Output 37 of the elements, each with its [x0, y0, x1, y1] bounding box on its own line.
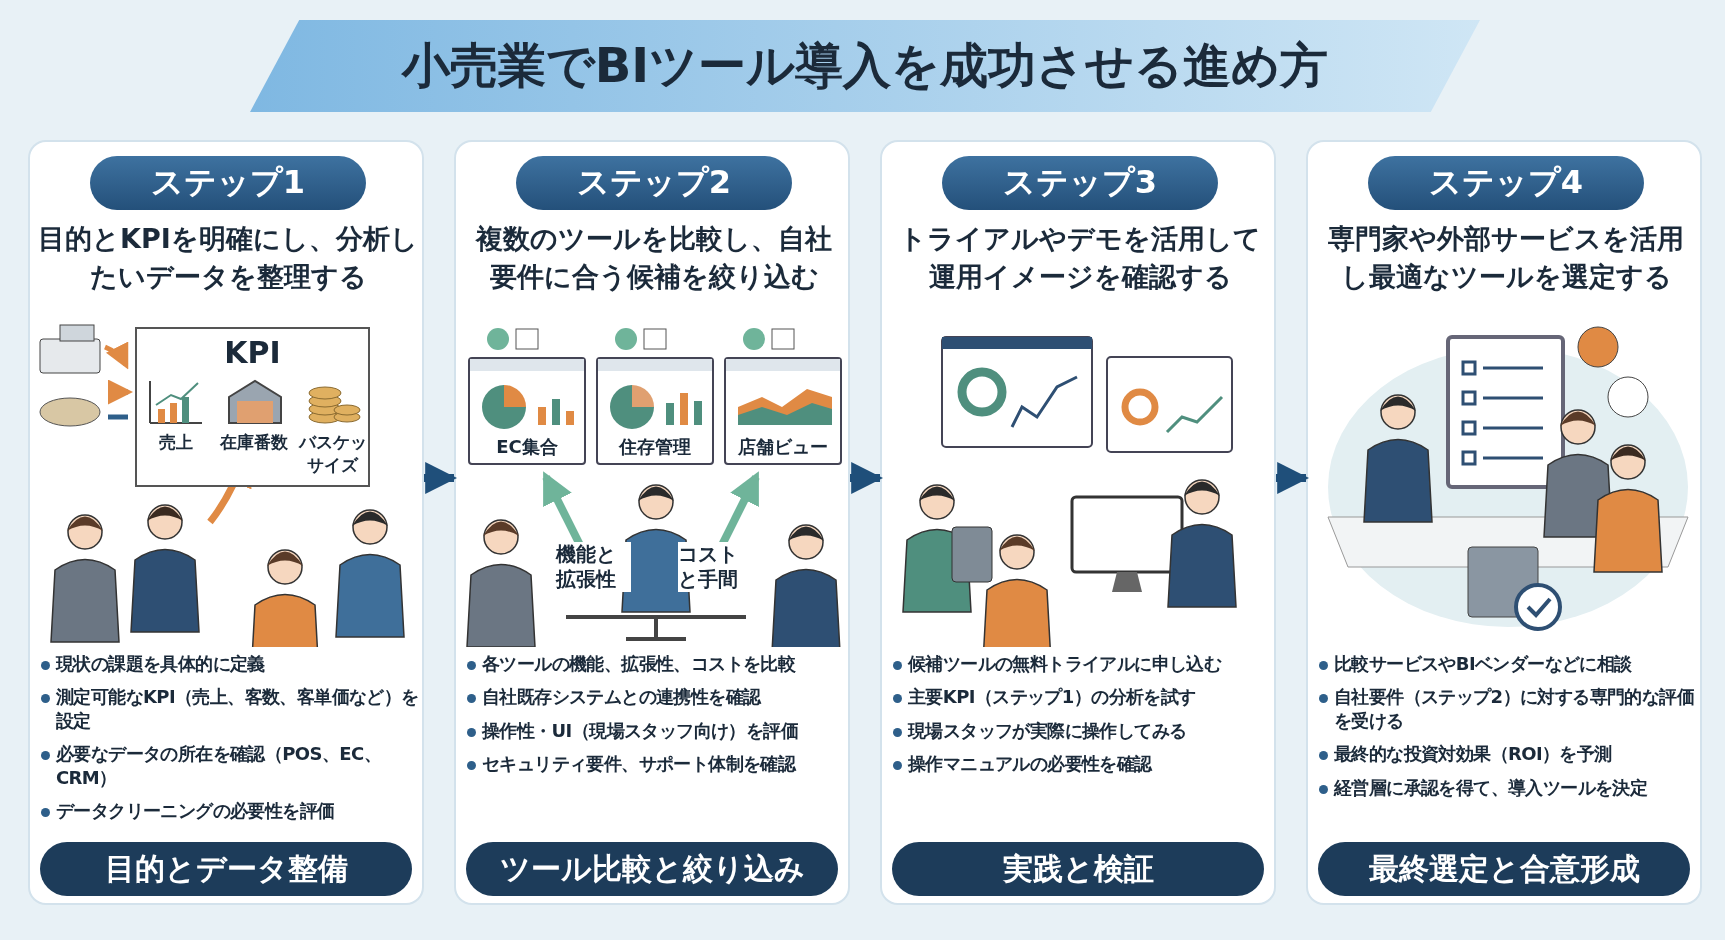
window-caption: 住存管理 — [617, 435, 692, 459]
bullet-item: 主要KPI（ステップ1）の分析を試す — [890, 685, 1274, 709]
board-title: KPI — [223, 335, 282, 370]
step-footer: 実践と検証 — [892, 842, 1264, 896]
icon-caption: 在庫番数 — [219, 431, 290, 454]
step-footer: 最終選定と合意形成 — [1318, 842, 1690, 896]
icon-caption: 売上 — [158, 431, 195, 454]
title: 小売業でBIツール導入を成功させる進め方 — [250, 20, 1480, 112]
bullet-item: 経営層に承認を得て、導入ツールを決定 — [1316, 775, 1700, 799]
bullet-item: 自社要件（ステップ2）に対する専門的な評価を受ける — [1316, 685, 1700, 733]
step-footer: ツール比較と絞り込み — [466, 842, 838, 896]
step-heading: 目的とKPIを明確にし、分析したいデータを整理する — [38, 222, 418, 294]
step-heading: 複数のツールを比較し、自社要件に合う候補を絞り込む — [474, 222, 833, 294]
step-badge: ステップ2 — [516, 156, 792, 210]
bullet-item: 最終的な投資対効果（ROI）を予測 — [1316, 742, 1700, 766]
bullet-item: 現場スタッフが実際に操作してみる — [890, 718, 1274, 743]
step-heading: トライアルやデモを活用して運用イメージを確認する — [898, 222, 1262, 294]
bullet-item: 必要なデータの所在を確認（POS、EC、CRM） — [38, 742, 422, 789]
step-badge: ステップ4 — [1368, 156, 1644, 210]
step-badge: ステップ3 — [942, 156, 1218, 210]
scale-label: 機能と拡張性 — [556, 542, 631, 592]
step-badge: ステップ1 — [90, 156, 366, 210]
bullet-item: 測定可能なKPI（売上、客数、客単価など）を設定 — [38, 685, 422, 733]
bullet-item: 操作マニュアルの必要性を確認 — [890, 752, 1274, 776]
step-heading: 専門家や外部サービスを活用し最適なツールを選定する — [1327, 222, 1685, 294]
step-footer: 目的とデータ整備 — [40, 842, 412, 896]
window-caption: 店舗ビュー — [737, 435, 829, 459]
bullet-item: セキュリティ要件、サポート体制を確認 — [464, 752, 848, 776]
bullet-item: 操作性・UI（現場スタッフ向け）を評価 — [464, 718, 848, 743]
window-caption: EC集合 — [495, 435, 559, 459]
bullet-item: 候補ツールの無料トライアルに申し込む — [890, 652, 1274, 676]
bullet-item: 現状の課題を具体的に定義 — [38, 652, 422, 676]
bullet-item: 比較サービスやBIベンダーなどに相談 — [1316, 652, 1700, 676]
bullet-item: 自社既存システムとの連携性を確認 — [464, 685, 848, 709]
bullet-item: データクリーニングの必要性を評価 — [38, 798, 422, 823]
bullet-item: 各ツールの機能、拡張性、コストを比較 — [464, 652, 848, 676]
icon-caption: バスケッサイズ — [297, 431, 368, 477]
